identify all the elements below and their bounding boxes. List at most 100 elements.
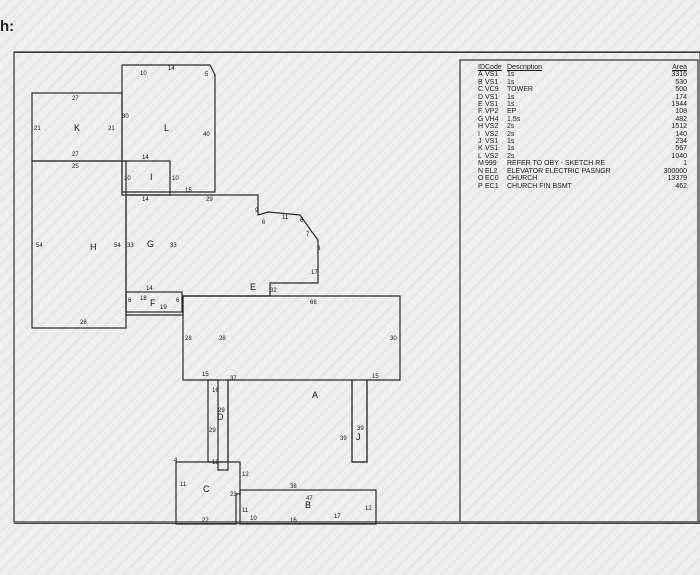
area-h-outline [31,160,127,329]
dim-label: 14 [168,66,175,72]
dim-label: 10 [250,516,257,522]
dim-label: 15 [202,372,209,378]
legend-cell-code: 999 [485,160,497,168]
dim-label: 29 [206,197,213,203]
legend-cell-area: 482 [675,115,687,123]
legend-cell-description: CHURCH FIN BSMT [507,182,572,190]
dim-label: 9 [255,208,259,214]
dim-label: 16 [212,388,219,394]
dim-label: 10 [124,176,131,182]
dim-label: 15 [185,188,192,194]
area-label-j: J [356,432,361,442]
legend-cell-code: VS1 [485,71,499,79]
legend-cell-area: 1512 [671,123,687,131]
legend-cell-code: VS1 [485,145,499,153]
legend-cell-id: M [478,160,484,168]
dim-label: 22 [202,518,209,524]
legend-cell-description: TOWER [507,86,533,94]
legend-header-area: Area [672,64,687,71]
legend-cell-id: G [478,115,484,123]
dim-label: 12 [365,506,372,512]
area-label-l: L [164,123,169,133]
legend-cell-id: J [478,138,482,146]
legend-cell-id: A [478,71,483,79]
area-label-h: H [90,242,97,252]
legend-cell-area: 13379 [667,175,687,183]
legend-cell-area: 1 [683,160,687,168]
legend-cell-code: VS1 [485,101,499,109]
area-label-i: I [150,172,153,182]
dim-label: 30 [122,114,129,120]
dim-label: 16 [290,518,297,524]
dim-label: 19 [160,305,167,311]
legend-cell-description: 1s [507,93,515,101]
dim-label: 11 [180,482,187,488]
legend-cell-code: VS2 [485,123,499,131]
dim-label: 17 [334,514,341,520]
legend-cell-id: C [478,86,484,94]
legend-header-code: Code [485,64,502,71]
legend-cell-area: 3316 [671,71,687,79]
dim-label: 54 [114,243,121,249]
area-f-outline [125,291,183,313]
legend-cell-area: 108 [675,108,687,116]
legend-cell-code: VS1 [485,93,499,101]
legend-cell-area: 530 [675,78,687,86]
dim-label: 10 [140,71,147,77]
area-label-c: C [203,484,210,494]
dim-label: 68 [310,300,317,306]
legend-cell-area: 567 [675,145,687,153]
legend-cell-id: L [478,152,482,160]
area-label-e: E [250,282,256,292]
sketch-panel [13,51,700,523]
area-label-g: G [147,239,154,249]
dim-label: 28 [219,336,226,342]
legend-cell-code: EL2 [485,167,498,175]
legend-cell-area: 234 [675,138,687,146]
dim-label: 32 [270,288,277,294]
area-label-a: A [312,390,318,400]
legend-cell-code: VS2 [485,130,499,138]
legend-cell-code: VS1 [485,78,499,86]
legend-header-description: Description [507,64,543,71]
legend-cell-description: EP [507,108,517,116]
dim-label: 11 [242,508,249,514]
dim-label: 29 [218,408,225,414]
legend-cell-description: ELEVATOR ELECTRIC PASNGR [507,167,611,175]
dim-label: 28 [80,320,87,326]
dim-label: 5 [205,72,209,78]
legend-cell-description: 2s [507,123,515,131]
dim-label: 6 [262,220,266,226]
dim-label: 7 [306,232,310,238]
legend-cell-id: F [478,108,483,116]
dim-label: 38 [290,484,297,490]
dim-label: 25 [72,164,79,170]
area-label-b: B [305,500,311,510]
legend-cell-description: 1s [507,71,515,79]
legend-cell-code: VS2 [485,152,499,160]
dim-label: 40 [203,132,210,138]
dim-label: 33 [170,243,177,249]
legend-cell-area: 174 [675,93,687,101]
legend-cell-area: 462 [675,182,687,190]
legend-cell-description: 1s [507,78,515,86]
dim-label: 39 [340,436,347,442]
dim-label: 3 [317,246,321,252]
legend-cell-description: 2s [507,152,515,160]
legend-cell-description: 1.5s [507,115,521,123]
area-label-f: F [150,298,156,308]
dim-label: 47 [306,496,313,502]
